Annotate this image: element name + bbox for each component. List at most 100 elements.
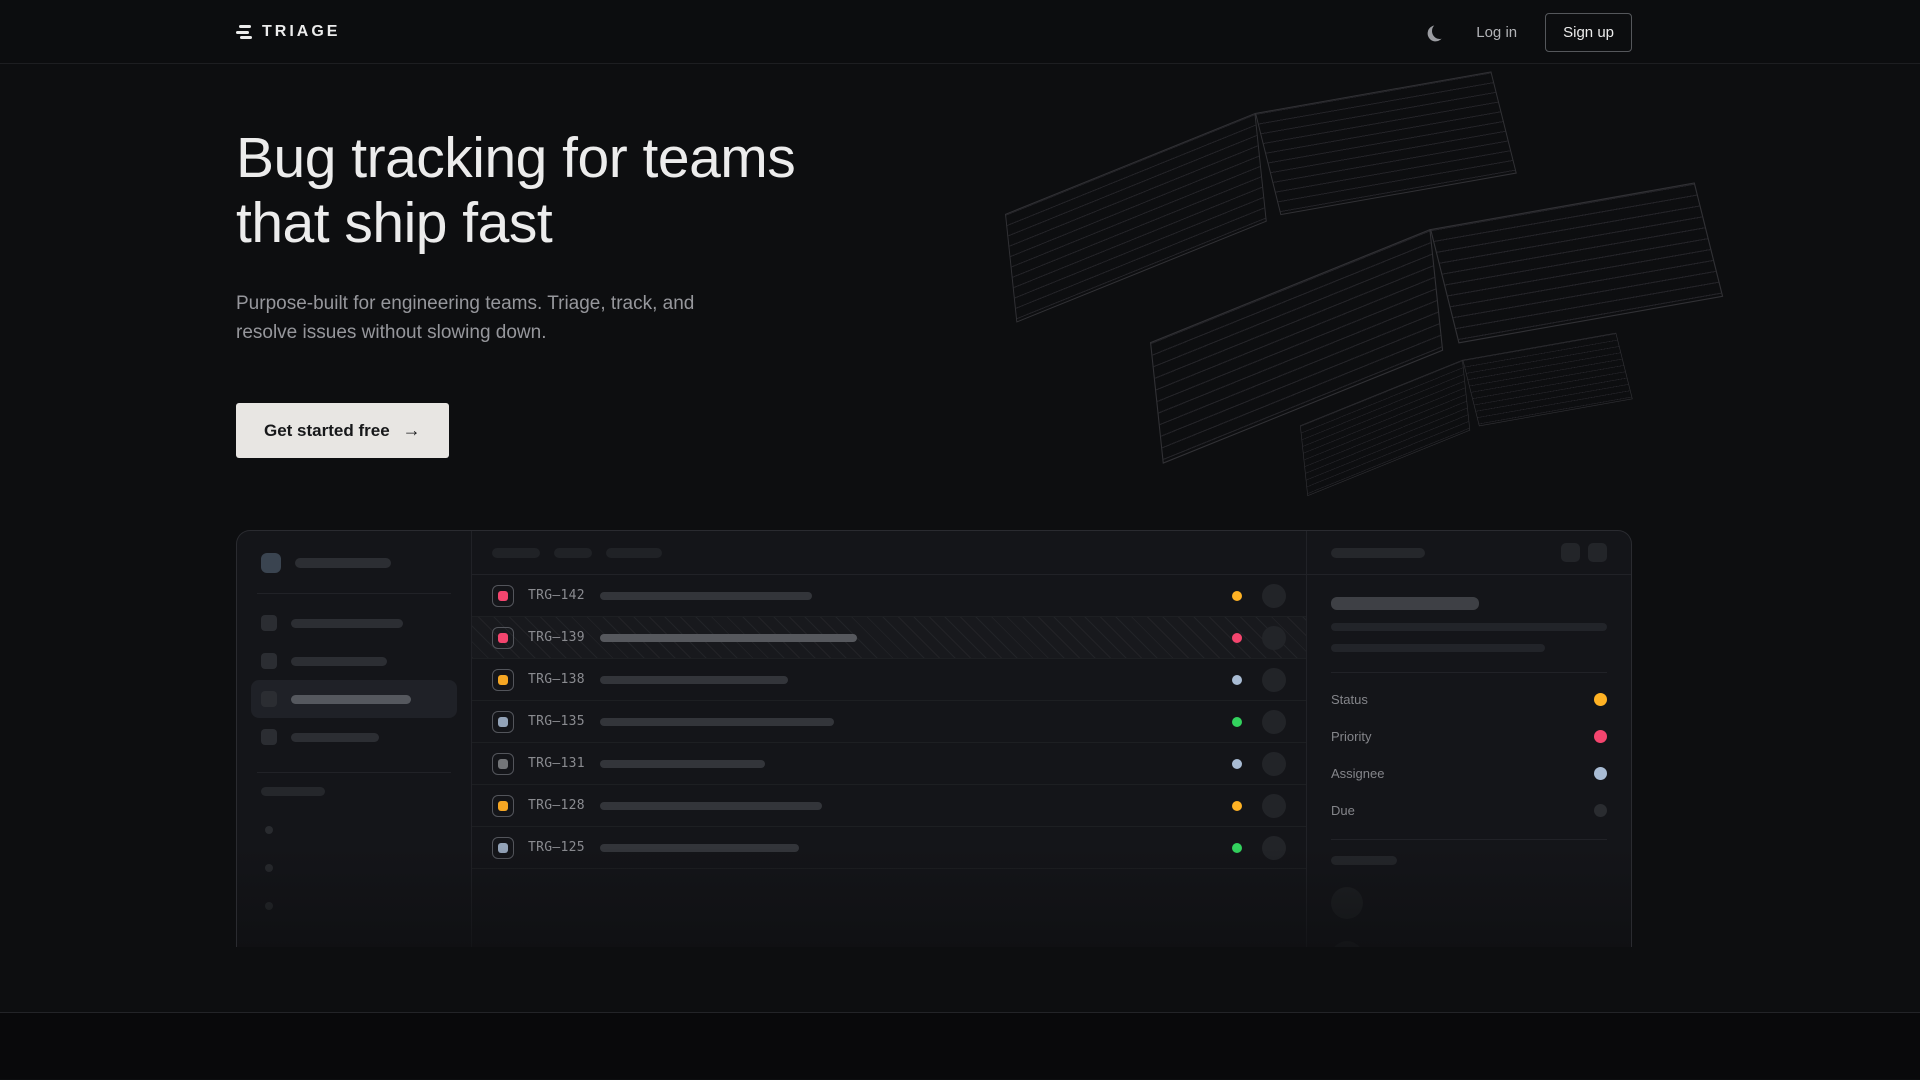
property-label: Status bbox=[1331, 692, 1368, 707]
footer bbox=[0, 1013, 1920, 1079]
sidebar-dot bbox=[265, 864, 273, 872]
sidebar-item-skeleton bbox=[291, 694, 411, 704]
issue-id: TRG–139 bbox=[528, 630, 585, 645]
issue-status-dot bbox=[1232, 590, 1242, 601]
issue-type-icon bbox=[492, 626, 514, 649]
sidebar-item bbox=[251, 604, 457, 642]
issue-assignee-avatar bbox=[1262, 751, 1286, 776]
issue-status-dot bbox=[1232, 842, 1242, 853]
property-row: Assignee bbox=[1331, 755, 1607, 792]
issue-type-icon bbox=[492, 668, 514, 691]
issue-type-icon bbox=[492, 710, 514, 733]
property-row: Due bbox=[1331, 792, 1607, 829]
issue-row: TRG–138 bbox=[472, 659, 1306, 701]
toolbar-pill bbox=[492, 547, 540, 558]
issue-id: TRG–128 bbox=[528, 798, 585, 813]
issue-type-icon bbox=[492, 584, 514, 607]
comment-avatar-skeleton bbox=[1331, 941, 1363, 947]
brand-logo[interactable]: TRIAGE bbox=[236, 23, 340, 41]
app-preview-panel: TRG–142 TRG–139 TRG–138 TRG–135 TRG–131 bbox=[236, 530, 1632, 947]
issue-type-icon bbox=[492, 752, 514, 775]
property-row: Status bbox=[1331, 681, 1607, 718]
sidebar-dot bbox=[265, 826, 273, 834]
property-row: Priority bbox=[1331, 718, 1607, 755]
toolbar-pill bbox=[554, 547, 592, 558]
detail-line-skeleton bbox=[1331, 623, 1607, 631]
sidebar-section-skeleton bbox=[261, 787, 325, 796]
comment-avatar-skeleton bbox=[1331, 887, 1363, 919]
issue-title-skeleton bbox=[600, 633, 857, 642]
issue-id: TRG–138 bbox=[528, 672, 585, 687]
issue-status-dot bbox=[1232, 632, 1242, 643]
issue-assignee-avatar bbox=[1262, 835, 1286, 860]
comments-label-skeleton bbox=[1331, 856, 1397, 865]
sidebar-item-skeleton bbox=[291, 656, 387, 666]
sidebar-item-icon bbox=[261, 691, 277, 707]
issue-type-icon bbox=[492, 794, 514, 817]
sign-up-button[interactable]: Sign up bbox=[1545, 12, 1632, 52]
sidebar-item-skeleton bbox=[291, 732, 379, 742]
property-value-dot bbox=[1594, 693, 1607, 706]
issue-title-skeleton bbox=[600, 801, 822, 810]
list-toolbar bbox=[472, 531, 1306, 575]
workspace-name-skeleton bbox=[295, 558, 391, 568]
issue-status-dot bbox=[1232, 674, 1242, 685]
property-label: Assignee bbox=[1331, 766, 1385, 781]
issue-row: TRG–135 bbox=[472, 701, 1306, 743]
issue-detail-panel: Status Priority Assignee Due bbox=[1307, 531, 1631, 947]
page-title: Bug tracking for teams that ship fast bbox=[236, 126, 796, 255]
square-icon bbox=[1588, 543, 1607, 562]
property-list: Status Priority Assignee Due bbox=[1331, 681, 1607, 829]
detail-header-skeleton bbox=[1331, 547, 1425, 558]
property-label: Priority bbox=[1331, 729, 1372, 744]
sidebar-item bbox=[251, 642, 457, 680]
log-in-link[interactable]: Log in bbox=[1476, 23, 1518, 41]
issue-assignee-avatar bbox=[1262, 793, 1286, 818]
issue-row: TRG–131 bbox=[472, 743, 1306, 785]
issue-assignee-avatar bbox=[1262, 625, 1286, 650]
get-started-button[interactable]: Get started free → bbox=[236, 403, 449, 458]
property-value-dot bbox=[1594, 804, 1607, 817]
workspace-row bbox=[261, 549, 447, 577]
sidebar-item-skeleton bbox=[291, 618, 403, 628]
issue-type-icon bbox=[492, 836, 514, 859]
issue-id: TRG–125 bbox=[528, 840, 585, 855]
property-value-dot bbox=[1594, 767, 1607, 780]
issue-title-skeleton bbox=[600, 759, 765, 768]
sidebar-item-icon bbox=[261, 653, 277, 669]
issue-status-dot bbox=[1232, 716, 1242, 727]
issue-id: TRG–135 bbox=[528, 714, 585, 729]
preview-sidebar bbox=[237, 531, 471, 947]
toolbar-pill bbox=[606, 547, 662, 558]
issue-row: TRG–139 bbox=[472, 617, 1306, 659]
sidebar-item bbox=[251, 718, 457, 756]
top-nav: TRIAGE Log in Sign up bbox=[0, 0, 1920, 64]
issue-row: TRG–128 bbox=[472, 785, 1306, 827]
issue-assignee-avatar bbox=[1262, 667, 1286, 692]
issue-status-dot bbox=[1232, 758, 1242, 769]
sidebar-item-icon bbox=[261, 729, 277, 745]
issue-title-skeleton bbox=[600, 717, 834, 726]
hero-subtitle: Purpose-built for engineering teams. Tri… bbox=[236, 293, 695, 343]
sidebar-item-active bbox=[251, 680, 457, 718]
issue-list-panel: TRG–142 TRG–139 TRG–138 TRG–135 TRG–131 bbox=[471, 531, 1307, 947]
issue-id: TRG–131 bbox=[528, 756, 585, 771]
issue-title-skeleton bbox=[600, 591, 812, 600]
issue-title-skeleton bbox=[600, 675, 788, 684]
issue-status-dot bbox=[1232, 800, 1242, 811]
detail-header-icons bbox=[1561, 543, 1607, 562]
issue-row: TRG–125 bbox=[472, 827, 1306, 869]
issue-title-skeleton bbox=[600, 843, 799, 852]
issue-assignee-avatar bbox=[1262, 709, 1286, 734]
hero-section: Bug tracking for teams that ship fast Pu… bbox=[0, 64, 1920, 1013]
sidebar-item-icon bbox=[261, 615, 277, 631]
moon-icon[interactable] bbox=[1431, 21, 1449, 39]
workspace-avatar bbox=[261, 553, 281, 573]
issue-list: TRG–142 TRG–139 TRG–138 TRG–135 TRG–131 bbox=[472, 575, 1306, 869]
triage-bars-icon bbox=[236, 24, 252, 40]
property-value-dot bbox=[1594, 730, 1607, 743]
property-label: Due bbox=[1331, 803, 1355, 818]
sidebar-dot bbox=[265, 902, 273, 910]
brand-name: TRIAGE bbox=[262, 23, 341, 40]
issue-assignee-avatar bbox=[1262, 583, 1286, 608]
